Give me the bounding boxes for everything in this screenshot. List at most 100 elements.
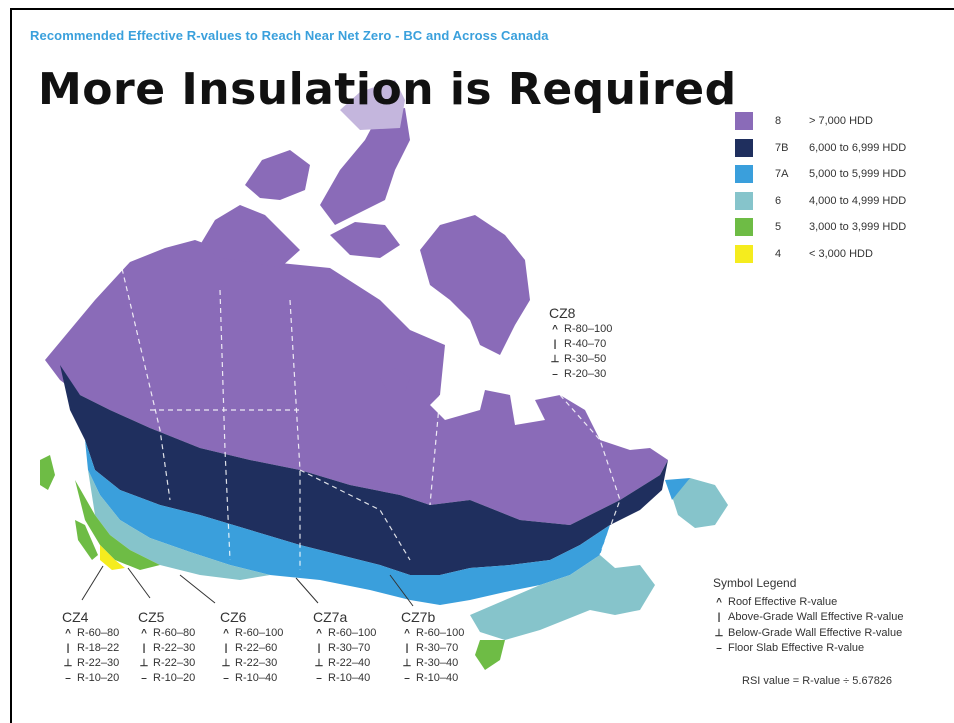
above-grade-wall-icon: | (66, 643, 70, 654)
below-grade-wall-icon: ⊥ (402, 658, 412, 669)
roof-icon: ^ (404, 628, 410, 639)
cz7b-below: R-30–40 (416, 657, 459, 669)
provincial-borders (119, 259, 621, 570)
legend-zone-code: 4 (775, 247, 782, 260)
roof-icon: ^ (141, 628, 147, 639)
cz7a-below: R-22–40 (328, 657, 371, 669)
cz4-below: R-22–30 (77, 657, 120, 669)
cz8-below: R-30–50 (564, 353, 607, 365)
above-grade-wall-icon: | (142, 643, 146, 654)
roof-icon: ^ (552, 324, 558, 335)
legend-zone-code: 6 (775, 194, 782, 207)
cz4-above: R-18–22 (77, 642, 120, 654)
symbol-legend: Symbol Legend ^Roof Effective R-value |A… (713, 576, 903, 657)
cz4-slab: R-10–20 (77, 672, 120, 684)
legend-swatch (735, 191, 753, 210)
legend-row-zone-8: 8 > 7,000 HDD (735, 108, 906, 135)
zone-pointer-lines (81, 565, 414, 607)
below-grade-wall-icon: ⊥ (550, 354, 560, 365)
zone-5-ontario (475, 640, 505, 670)
below-grade-wall-icon: ⊥ (714, 627, 724, 639)
cz8-title: CZ8 (549, 305, 576, 321)
cz5-title: CZ5 (138, 609, 165, 625)
cz4-title: CZ4 (62, 609, 89, 625)
cz6-title: CZ6 (220, 609, 247, 625)
zone-5-haida-gwaii (40, 455, 55, 490)
zone-8-region (45, 240, 668, 525)
cz7b-slab: R-10–40 (416, 672, 459, 684)
cz7a-title: CZ7a (313, 609, 348, 625)
cz8-slab: R-20–30 (564, 368, 607, 380)
legend-row-zone-4: 4< 3,000 HDD (735, 241, 906, 268)
arctic-island-ellesmere (320, 108, 410, 225)
cz7a-above: R-30–70 (328, 642, 371, 654)
below-grade-wall-icon: ⊥ (139, 658, 149, 669)
legend-zone-code: 5 (775, 221, 782, 234)
zone-6-newfoundland (670, 478, 728, 528)
floor-slab-icon: – (223, 673, 229, 684)
above-grade-wall-icon: | (553, 339, 557, 350)
cz5-below: R-22–30 (153, 657, 196, 669)
cz6-slab: R-10–40 (235, 672, 278, 684)
zone-7a-region (85, 440, 610, 605)
roof-icon: ^ (716, 596, 722, 608)
slide-title: More Insulation is Required (38, 64, 737, 115)
zone-7a-labrador-tip (665, 478, 690, 500)
cz8-roof: R-80–100 (564, 323, 613, 335)
roof-icon: ^ (316, 628, 322, 639)
arctic-island-banks (245, 150, 310, 200)
cz6-values: CZ6 ^R-60–100 |R-22–60 ⊥R-22–30 –R-10–40 (220, 610, 283, 686)
legend-hdd-range: > 7,000 HDD (809, 115, 873, 128)
legend-zone-code: 7B (775, 141, 789, 154)
symbol-legend-slab: Floor Slab Effective R-value (728, 642, 865, 654)
cz7b-values: CZ7b ^R-60–100 |R-30–70 ⊥R-30–40 –R-10–4… (401, 610, 464, 686)
above-grade-wall-icon: | (717, 612, 721, 623)
cz7b-above: R-30–70 (416, 642, 459, 654)
cz8-above: R-40–70 (564, 338, 607, 350)
legend-swatch (735, 138, 753, 157)
legend-hdd-range: 6,000 to 6,999 HDD (809, 141, 907, 154)
zone-4-region (100, 545, 125, 570)
legend-swatch (735, 244, 753, 263)
symbol-legend-below: Below-Grade Wall Effective R-value (728, 626, 903, 639)
zone-6-maritimes (470, 555, 655, 640)
arctic-island-devon (330, 222, 400, 258)
cz6-roof: R-60–100 (235, 627, 284, 639)
above-grade-wall-icon: | (317, 643, 321, 654)
cz7a-values: CZ7a ^R-60–100 |R-30–70 ⊥R-22–40 –R-10–4… (313, 610, 376, 686)
cz5-roof: R-60–80 (153, 627, 196, 639)
above-grade-wall-icon: | (224, 643, 228, 654)
legend-swatch (735, 112, 753, 131)
zone-6-region (88, 470, 270, 580)
roof-icon: ^ (65, 628, 71, 639)
cz6-below: R-22–30 (235, 657, 278, 669)
floor-slab-icon: – (141, 673, 147, 684)
cz7b-title: CZ7b (401, 609, 436, 625)
legend-hdd-range: 5,000 to 5,999 HDD (809, 168, 907, 181)
zone-5-bc-coast (75, 480, 160, 570)
arctic-island-victoria (200, 205, 300, 268)
arctic-island-baffin (420, 215, 530, 355)
map-subtitle: Recommended Effective R-values to Reach … (30, 28, 549, 43)
legend-swatch (735, 165, 753, 184)
cz8-values: CZ8 ^R-80–100 |R-40–70 ⊥R-30–50 –R-20–30 (549, 306, 612, 382)
legend-zone-code: 8 (775, 115, 782, 128)
legend-row-zone-7b: 7B 6,000 to 6,999 HDD (735, 135, 906, 162)
arctic-island-north-tip (340, 80, 405, 130)
below-grade-wall-icon: ⊥ (221, 658, 231, 669)
cz5-values: CZ5 ^R-60–80 |R-22–30 ⊥R-22–30 –R-10–20 (138, 610, 195, 686)
cz5-above: R-22–30 (153, 642, 196, 654)
vancouver-island (75, 520, 98, 560)
cz7a-roof: R-60–100 (328, 627, 377, 639)
zone-7b-region (60, 365, 668, 575)
floor-slab-icon: – (716, 643, 722, 654)
arctic-island-southampton (380, 368, 410, 392)
below-grade-wall-icon: ⊥ (314, 658, 324, 669)
legend-swatch (735, 218, 753, 237)
floor-slab-icon: – (316, 673, 322, 684)
